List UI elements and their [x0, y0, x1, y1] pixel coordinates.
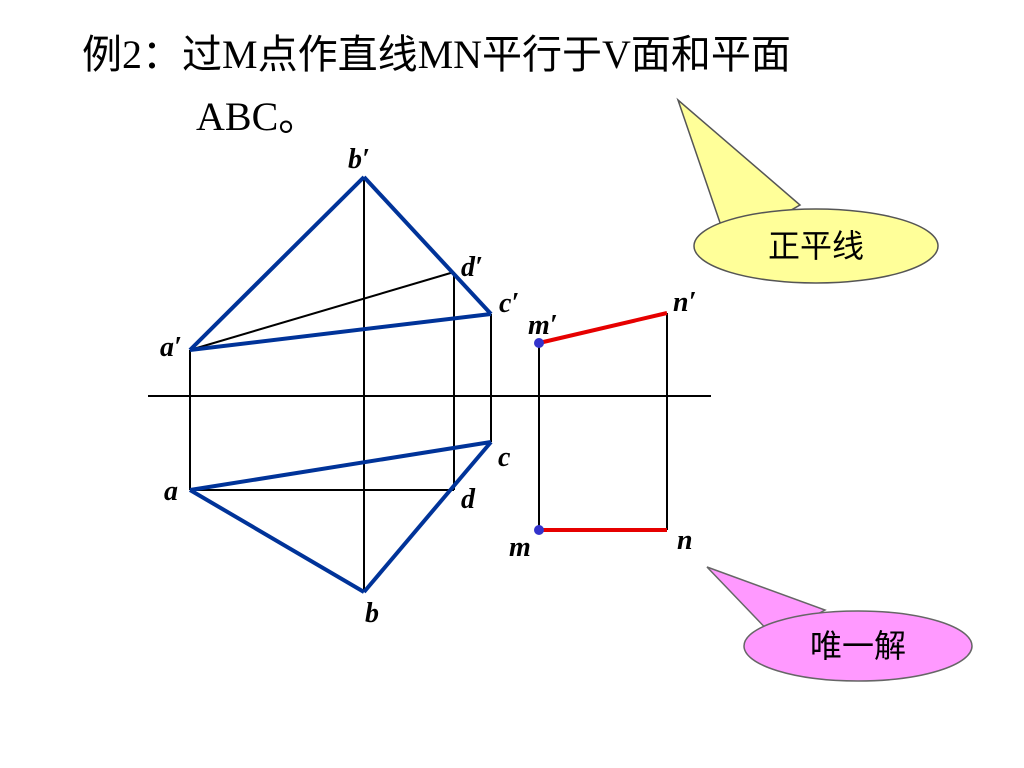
edge-a-prime-b-prime — [188, 175, 366, 352]
edge-b-prime-c-prime — [362, 175, 493, 316]
line-m-prime-n-prime — [538, 311, 668, 345]
label-a-prime: a′ — [160, 332, 182, 363]
edge-a-prime-c-prime — [189, 312, 492, 352]
point-m-prime — [534, 338, 544, 348]
label-m-prime: m′ — [528, 310, 558, 341]
callout-text-1: 正平线 — [768, 228, 864, 264]
callout-text-2: 唯一解 — [810, 628, 906, 664]
label-n-prime: n′ — [673, 287, 696, 318]
label-c: c — [498, 442, 511, 473]
label-b: b — [365, 598, 379, 629]
edge-a-c — [189, 440, 492, 492]
edge-a-b — [188, 488, 366, 594]
label-b-prime: b′ — [348, 144, 370, 175]
label-a: a — [164, 476, 178, 507]
label-c-prime: c′ — [499, 288, 519, 319]
label-d-prime: d′ — [461, 252, 483, 283]
label-m: m — [509, 532, 531, 563]
callout-bubble-2 — [743, 610, 973, 682]
title-line-1: 例2：过M点作直线MN平行于V面和平面 — [82, 32, 791, 77]
callout-bubble-1 — [693, 208, 939, 284]
edge-b-c — [362, 440, 493, 594]
point-m — [534, 525, 544, 535]
line-a-prime-d-prime — [189, 271, 455, 351]
label-n: n — [677, 525, 693, 556]
title-line-2: ABC。 — [196, 94, 319, 139]
label-d: d — [461, 484, 476, 515]
